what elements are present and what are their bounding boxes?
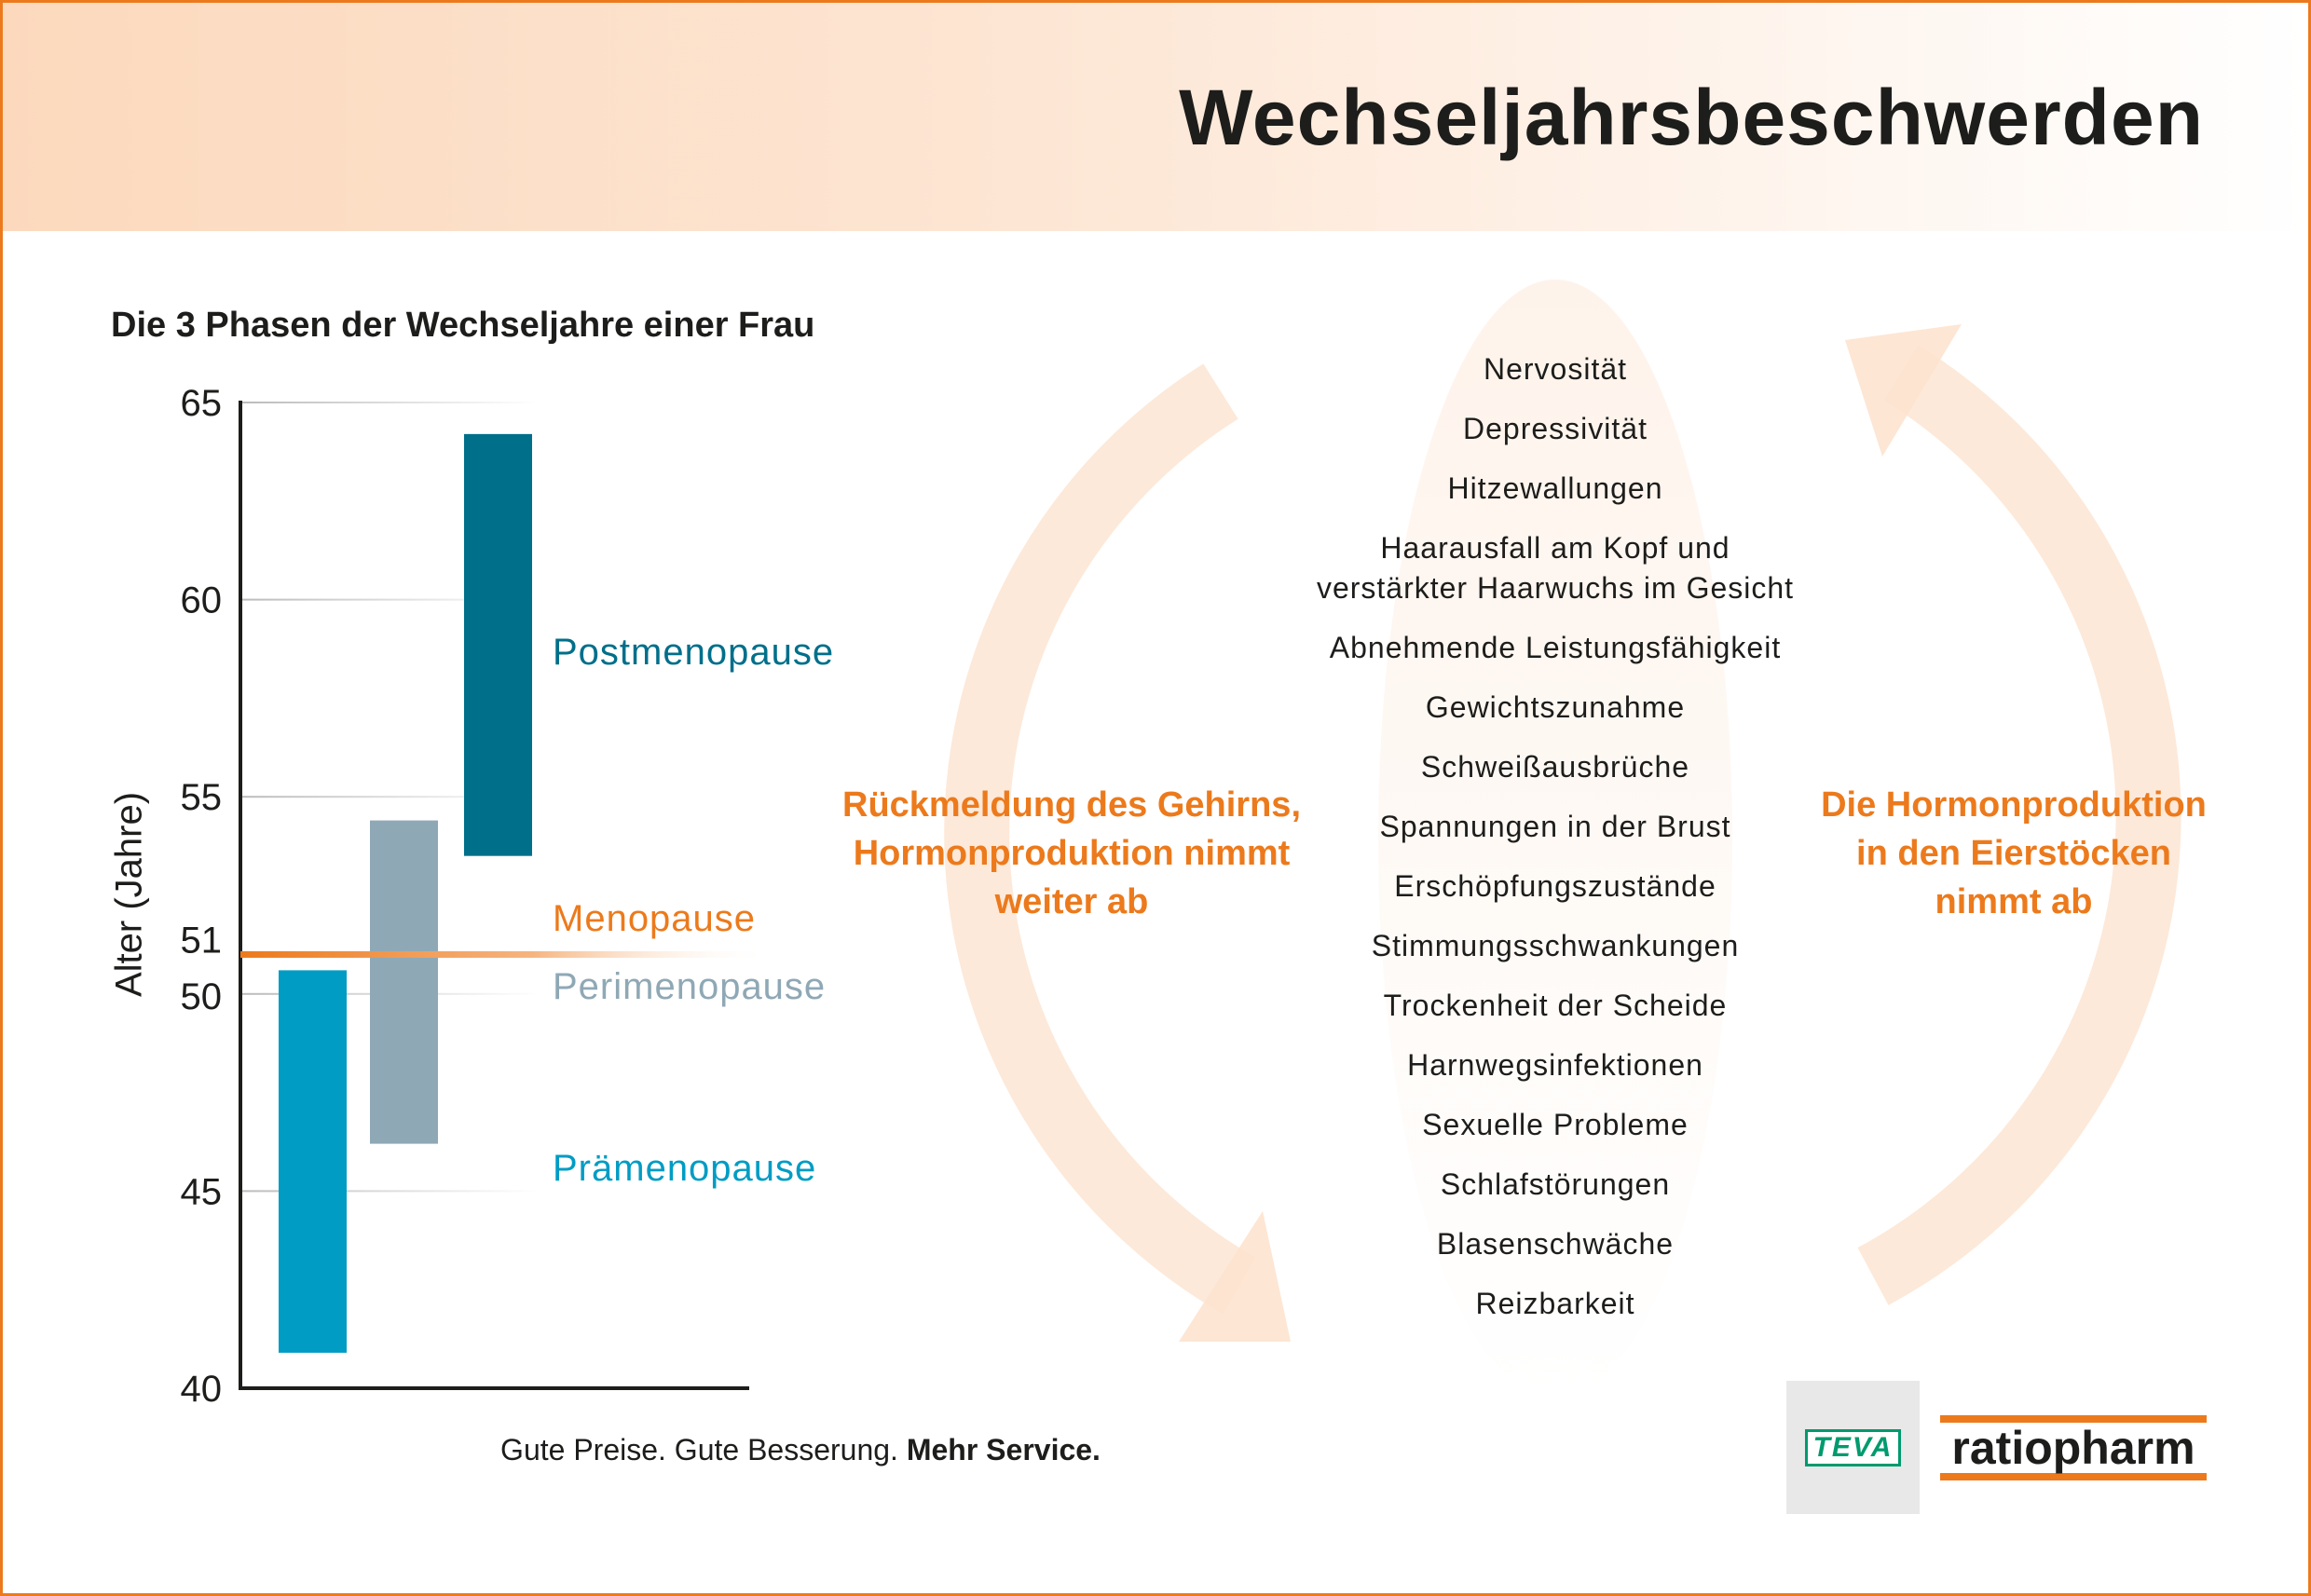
ratiopharm-logo: ratiopharm	[1940, 1415, 2207, 1480]
label-perimenopause: Perimenopause	[553, 966, 827, 1007]
bar-prämenopause	[279, 970, 347, 1353]
symptom-item: Gewichtszunahme	[1425, 690, 1686, 724]
symptom-item: Abnehmende Leistungsfähigkeit	[1329, 631, 1782, 664]
symptom-item: Schweißausbrüche	[1420, 750, 1690, 784]
cycle-left-line: weiter ab	[994, 882, 1149, 921]
right-arrow-arc	[1857, 345, 2181, 1305]
symptom-item: Harnwegsinfektionen	[1407, 1048, 1703, 1082]
cycle-right-line: nimmt ab	[1935, 882, 2093, 921]
gridline	[240, 796, 539, 798]
slogan-regular: Gute Preise. Gute Besserung.	[500, 1433, 898, 1466]
y-tick-label: 40	[181, 1369, 223, 1410]
slogan-bold: Mehr Service.	[906, 1433, 1101, 1466]
menopause-line	[240, 950, 772, 958]
gridline	[240, 1190, 539, 1193]
teva-logo: TEVA	[1786, 1381, 1920, 1514]
cycle-right-line: Die Hormonproduktion	[1821, 785, 2207, 825]
bar-postmenopause	[464, 433, 532, 856]
left-arrow-head	[1179, 1211, 1291, 1342]
symptom-item: Stimmungsschwankungen	[1371, 929, 1740, 962]
cycle-text-left: Rückmeldung des Gehirns, Hormonproduktio…	[842, 781, 1301, 926]
label-menopause: Menopause	[553, 898, 757, 939]
y-tick-label: 45	[181, 1171, 223, 1212]
cycle-left-line: Rückmeldung des Gehirns,	[842, 785, 1301, 825]
symptom-item: Trockenheit der Scheide	[1383, 989, 1728, 1022]
symptom-item: Sexuelle Probleme	[1422, 1108, 1689, 1141]
cycle-text-right: Die Hormonproduktion in den Eierstöcken …	[1821, 781, 2207, 926]
ratiopharm-logo-text: ratiopharm	[1951, 1422, 2195, 1474]
symptom-item: Hitzewallungen	[1447, 471, 1663, 505]
slogan: Gute Preise. Gute Besserung. Mehr Servic…	[500, 1433, 1101, 1467]
y-axis-label: Alter (Jahre)	[108, 791, 150, 998]
chart-title: Die 3 Phasen der Wechseljahre einer Frau	[111, 306, 815, 345]
right-arrow-head	[1845, 324, 1962, 457]
symptom-item: Reizbarkeit	[1475, 1287, 1635, 1320]
header-band	[0, 0, 2311, 231]
left-arrow-arc	[944, 363, 1256, 1315]
page-title: Wechseljahrsbeschwerden	[1179, 74, 2204, 161]
cycle-right-line: in den Eierstöcken	[1856, 834, 2171, 873]
y-tick-label: 65	[181, 383, 223, 424]
y-tick-label: 50	[181, 976, 223, 1017]
symptom-item: Nervosität	[1483, 352, 1628, 386]
body-silhouette	[1378, 280, 1732, 1398]
y-tick-label: 55	[181, 777, 223, 818]
bar-perimenopause	[370, 820, 438, 1144]
symptom-item: Blasenschwäche	[1436, 1227, 1675, 1261]
symptom-item: Schlafstörungen	[1440, 1167, 1671, 1201]
label-postmenopause: Postmenopause	[553, 632, 835, 673]
symptom-item: Erschöpfungszustände	[1394, 869, 1716, 903]
y-tick-label: 51	[181, 920, 223, 961]
gridline	[240, 402, 539, 403]
cycle-left-line: Hormonproduktion nimmt	[853, 834, 1291, 873]
gridline	[240, 598, 539, 601]
teva-logo-text: TEVA	[1804, 1428, 1902, 1466]
y-tick-label: 60	[181, 580, 223, 621]
symptom-item: Spannungen in der Brust	[1379, 810, 1731, 843]
label-praemenopause: Prämenopause	[553, 1148, 817, 1189]
symptom-item: Depressivität	[1463, 412, 1648, 445]
